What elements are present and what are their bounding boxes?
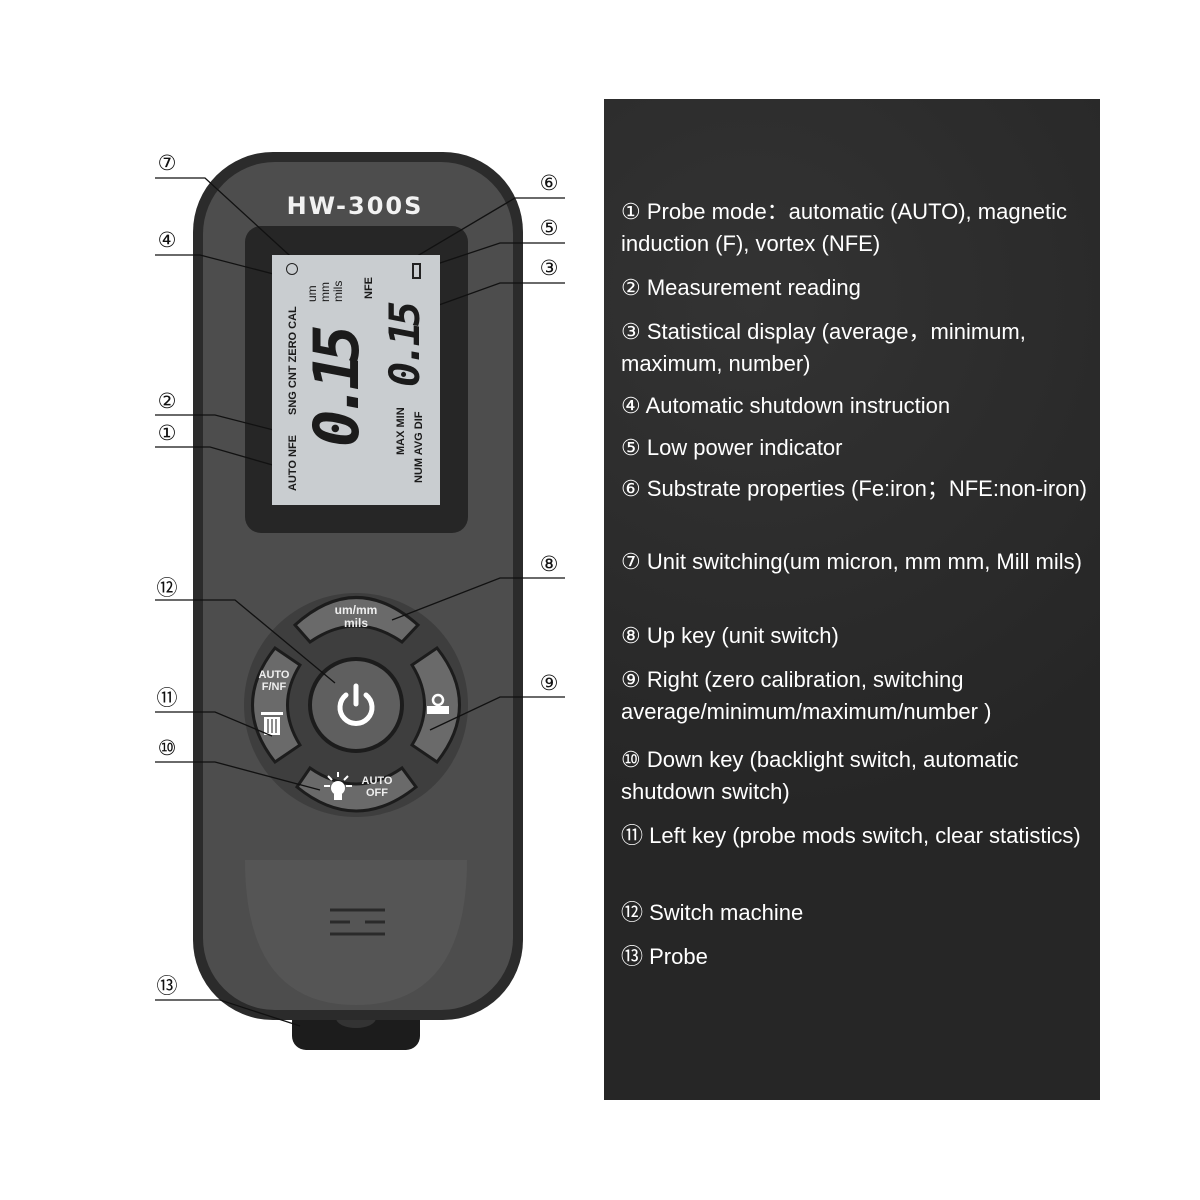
- unit-um: um: [305, 285, 319, 302]
- legend-panel: ① Probe mode：automatic (AUTO), magnetic …: [604, 99, 1100, 1100]
- legend-item-6: ⑥ Substrate properties (Fe:iron；NFE:non-…: [621, 476, 1088, 501]
- callout-lines: [155, 177, 565, 1027]
- callout-12: ⑫: [156, 576, 178, 600]
- callout-8: ⑧: [539, 552, 559, 576]
- up-key[interactable]: [292, 596, 421, 644]
- power-icon: [337, 683, 375, 726]
- legend-item-1: ① Probe mode：automatic (AUTO), magnetic …: [621, 199, 1068, 256]
- legend-item-5: ⑤ Low power indicator: [621, 435, 843, 460]
- backlight-icon: [324, 772, 352, 800]
- battery-icon: [412, 263, 421, 279]
- legend-item-8: ⑧ Up key (unit switch): [621, 623, 839, 648]
- unit-mm: mm: [318, 282, 332, 302]
- callout-4: ④: [157, 228, 177, 252]
- legend-item-11: ⑪ Left key (probe mods switch, clear sta…: [621, 823, 1081, 848]
- legend-item-3: ③ Statistical display (average，minimum, …: [621, 319, 1026, 376]
- trash-icon: [261, 712, 283, 735]
- legend-item-7: ⑦ Unit switching(um micron, mm mm, Mill …: [621, 549, 1082, 574]
- legend-item-12: ⑫ Switch machine: [621, 900, 804, 925]
- callout-9: ⑨: [539, 671, 559, 695]
- callout-3: ③: [539, 256, 559, 280]
- down-key[interactable]: [294, 765, 419, 813]
- speaker-grille-icon: [330, 908, 385, 936]
- callout-11: ⑪: [156, 686, 178, 710]
- keypad: [244, 593, 468, 817]
- callout-6: ⑥: [539, 171, 559, 195]
- probe-mode-indicator: AUTO NFE: [287, 434, 299, 491]
- lcd-screen: AUTO NFE SNG CNT ZERO CAL um mm mils NFE…: [272, 255, 440, 505]
- callout-1: ①: [157, 421, 177, 445]
- legend-item-2: ② Measurement reading: [621, 275, 861, 300]
- callout-5: ⑤: [539, 216, 559, 240]
- mode-indicators: SNG CNT ZERO CAL: [287, 306, 299, 415]
- measurement-reading: 0.15: [300, 333, 373, 447]
- stat-labels-row2: NUM AVG DIF: [413, 411, 425, 484]
- legend-item-13: ⑬ Probe: [621, 944, 708, 969]
- zero-calibration-icon: [427, 693, 449, 714]
- model-label: HW-300S: [286, 192, 424, 220]
- callout-7: ⑦: [157, 151, 177, 175]
- stat-labels-row1: MAX MIN: [395, 407, 407, 455]
- callout-10: ⑩: [157, 736, 177, 760]
- callout-13: ⑬: [156, 974, 178, 998]
- callout-2: ②: [157, 389, 177, 413]
- legend-item-4: ④ Automatic shutdown instruction: [621, 393, 951, 418]
- unit-mils: mils: [331, 280, 345, 302]
- legend-item-9: ⑨ Right (zero calibration, switching ave…: [621, 667, 992, 724]
- substrate-indicator: NFE: [363, 277, 375, 299]
- statistical-reading: 0.15: [380, 305, 429, 387]
- legend-item-10: ⑩ Down key (backlight switch, automatic …: [621, 747, 1019, 804]
- auto-shutdown-icon: [286, 263, 298, 275]
